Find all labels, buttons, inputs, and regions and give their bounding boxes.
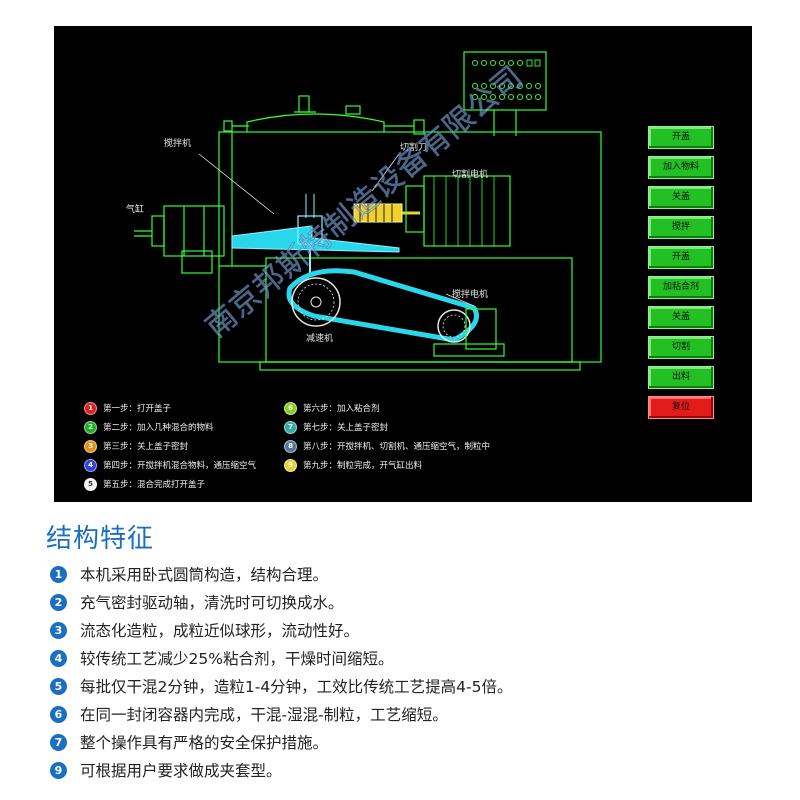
feature-number-badge: 7 (50, 733, 67, 751)
step-text: 第四步：开搅拌机混合物料，通压缩空气 (103, 461, 257, 471)
feature-item: 3 流态化造粒，成粒近似球形，流动性好。 (50, 616, 513, 644)
control-button[interactable]: 关盖 (648, 186, 714, 209)
feature-item: 2 充气密封驱动轴，清洗时可切换成水。 (50, 588, 513, 616)
control-button[interactable]: 复位 (648, 396, 714, 419)
step-number-badge: 2 (84, 420, 97, 434)
feature-item: 9 可根据用户要求做成夹套型。 (50, 756, 513, 784)
step-text: 第八步：开搅拌机、切割机、通压缩空气，制粒中 (303, 442, 491, 452)
control-button[interactable]: 加入物料 (648, 156, 714, 179)
vessel-frame-icon (218, 95, 602, 371)
feature-number-badge: 5 (50, 677, 67, 695)
feature-number-badge: 2 (50, 593, 67, 611)
feature-item: 6 在同一封闭容器内完成，干混-湿混-制粒，工艺缩短。 (50, 700, 513, 728)
step-text: 第一步：打开盖子 (103, 404, 172, 414)
feature-text: 本机采用卧式圆筒构造，结构合理。 (80, 566, 329, 584)
feature-text: 充气密封驱动轴，清洗时可切换成水。 (80, 594, 344, 612)
step-text: 第五步：混合完成打开盖子 (103, 480, 206, 490)
label-cutter-motor: 切割电机 (452, 168, 488, 180)
cutter-motor-icon (405, 175, 511, 247)
process-step: 4 第四步：开搅拌机混合物料，通压缩空气 (84, 458, 256, 472)
label-cutter: 切割刀 (400, 141, 427, 153)
step-number-badge: 4 (84, 458, 97, 472)
cutter-blade-icon (353, 203, 420, 223)
mixer-granulator-diagram: 搅拌机 切割刀 切割电机 气缸 搅拌电机 减速机 (126, 51, 602, 371)
feature-list: 1 本机采用卧式圆筒构造，结构合理。 2 充气密封驱动轴，清洗时可切换成水。 3 流态化造… (50, 560, 513, 784)
control-button[interactable]: 开盖 (648, 246, 714, 269)
feature-item: 1 本机采用卧式圆筒构造，结构合理。 (50, 560, 513, 588)
process-diagram-panel: 搅拌机 切割刀 切割电机 气缸 搅拌电机 减速机 开盖加入物料关盖搅拌开盖加粘合… (54, 26, 752, 502)
step-number-badge: 5 (84, 477, 97, 491)
feature-item: 7 整个操作具有严格的安全保护措施。 (50, 728, 513, 756)
process-step: 7 第七步：关上盖子密封 (284, 420, 388, 434)
feature-text: 较传统工艺减少25%粘合剂，干燥时间缩短。 (80, 650, 394, 668)
feature-number-badge: 3 (50, 621, 67, 639)
feature-text: 流态化造粒，成粒近似球形，流动性好。 (80, 622, 360, 640)
process-step: 8 第八步：开搅拌机、切割机、通压缩空气，制粒中 (284, 439, 490, 453)
step-number-badge: 3 (84, 439, 97, 453)
feature-number-badge: 4 (50, 649, 67, 667)
feature-item: 5 每批仅干混2分钟，造粒1-4分钟，工效比传统工艺提高4-5倍。 (50, 672, 513, 700)
step-number-badge: 7 (284, 420, 297, 434)
label-stirring-motor: 搅拌电机 (452, 288, 488, 300)
process-step: 3 第三步：关上盖子密封 (84, 439, 188, 453)
process-step: 2 第二步：加入几种混合的物料 (84, 420, 214, 434)
step-text: 第七步：关上盖子密封 (303, 423, 389, 433)
step-text: 第九步：制粒完成，开气缸出料 (303, 461, 423, 471)
feature-item: 4 较传统工艺减少25%粘合剂，干燥时间缩短。 (50, 644, 513, 672)
control-button[interactable]: 出料 (648, 366, 714, 389)
label-cylinder: 气缸 (126, 203, 144, 215)
process-step: 5 第五步：混合完成打开盖子 (84, 477, 205, 491)
control-button[interactable]: 关盖 (648, 306, 714, 329)
step-number-badge: 8 (284, 439, 297, 453)
feature-number-badge: 9 (50, 761, 67, 779)
step-number-badge: 1 (84, 401, 97, 415)
feature-number-badge: 6 (50, 705, 67, 723)
step-number-badge: 9 (284, 458, 297, 472)
label-reducer: 减速机 (306, 332, 333, 344)
feature-text: 每批仅干混2分钟，造粒1-4分钟，工效比传统工艺提高4-5倍。 (80, 678, 513, 696)
control-button[interactable]: 搅拌 (648, 216, 714, 239)
feature-text: 在同一封闭容器内完成，干混-湿混-制粒，工艺缩短。 (80, 706, 448, 724)
process-step: 1 第一步：打开盖子 (84, 401, 171, 415)
process-step: 9 第九步：制粒完成，开气缸出料 (284, 458, 422, 472)
feature-text: 可根据用户要求做成夹套型。 (80, 762, 282, 780)
air-cylinder-icon (134, 205, 225, 274)
control-cabinet-icon (463, 51, 547, 136)
step-number-badge: 6 (284, 401, 297, 415)
label-mixer: 搅拌机 (164, 137, 191, 149)
control-button[interactable]: 加粘合剂 (648, 276, 714, 299)
step-text: 第六步：加入粘合剂 (303, 404, 380, 414)
stirring-motor-icon (433, 308, 505, 357)
agitator-blade-icon (231, 194, 479, 343)
step-text: 第二步：加入几种混合的物料 (103, 423, 214, 433)
step-text: 第三步：关上盖子密封 (103, 442, 189, 452)
section-title: 结构特征 (46, 524, 155, 554)
control-button[interactable]: 开盖 (648, 126, 714, 149)
feature-number-badge: 1 (50, 565, 67, 583)
process-step: 6 第六步：加入粘合剂 (284, 401, 380, 415)
feature-text: 整个操作具有严格的安全保护措施。 (80, 734, 329, 752)
control-button[interactable]: 切割 (648, 336, 714, 359)
